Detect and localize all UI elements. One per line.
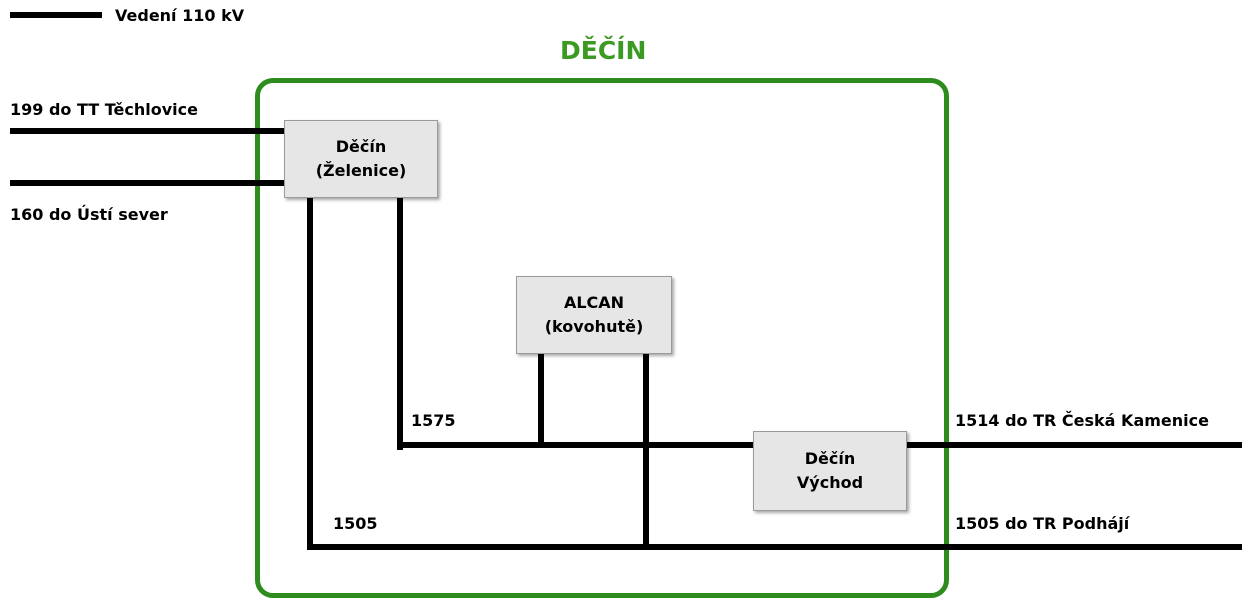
label-line-1575: 1575 — [411, 411, 456, 430]
line-1575-vertical — [397, 196, 403, 450]
line-160 — [10, 180, 286, 186]
label-line-160: 160 do Ústí sever — [10, 205, 168, 224]
station-alcan: ALCAN (kovohutě) — [516, 276, 672, 354]
region-border-decin — [255, 78, 949, 598]
legend-line-sample — [10, 12, 102, 18]
station-decin-zelenice: Děčín (Želenice) — [284, 120, 438, 198]
label-line-1514: 1514 do TR Česká Kamenice — [955, 411, 1209, 430]
station-subname: Východ — [796, 473, 864, 492]
line-1505-horizontal — [307, 544, 1242, 550]
line-1505-vertical — [307, 196, 313, 550]
line-alcan-tap-left — [538, 352, 544, 446]
station-name: ALCAN — [563, 293, 625, 312]
line-1575-horizontal — [397, 442, 753, 448]
label-line-1505-inner: 1505 — [333, 514, 378, 533]
label-line-1505-outer: 1505 do TR Podhájí — [955, 514, 1130, 533]
line-199 — [10, 128, 286, 134]
region-title: DĚČÍN — [560, 36, 647, 65]
station-name: Děčín — [804, 449, 856, 468]
line-1514-horizontal — [905, 442, 1242, 448]
label-line-199: 199 do TT Těchlovice — [10, 100, 198, 119]
station-subname: (Želenice) — [315, 161, 407, 180]
legend-label: Vedení 110 kV — [115, 6, 245, 25]
station-subname: (kovohutě) — [544, 317, 644, 336]
line-alcan-tap-right — [643, 352, 649, 548]
station-name: Děčín — [335, 137, 387, 156]
station-decin-vychod: Děčín Východ — [753, 431, 907, 511]
